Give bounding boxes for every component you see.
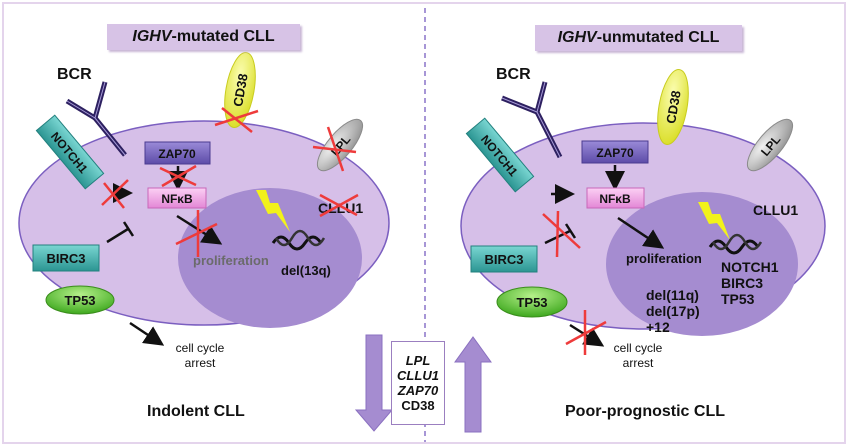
cllu1-label: CLLU1 (753, 202, 798, 218)
proliferation-label: proliferation (193, 253, 269, 268)
right-cell (460, 122, 826, 336)
nfkb-label: NFκB (599, 192, 631, 206)
cd38-molecule: CD38 (224, 51, 256, 129)
marker-list-box: LPL CLLU1 ZAP70 CD38 (391, 341, 445, 425)
bcr-receptor-icon (65, 81, 127, 157)
right-outcome-label: Poor-prognostic CLL (565, 403, 725, 420)
inhibition-bar (122, 221, 135, 237)
tp53-to-arrest-arrow (129, 321, 165, 346)
nfkb-label: NFκB (161, 192, 193, 206)
up-arrow-icon (454, 336, 492, 433)
birc3-inhibition-line (106, 227, 129, 244)
notch1-receptor: NOTCH1 (465, 117, 535, 193)
arrest-label: arrest (185, 356, 216, 370)
cross-icon (214, 107, 259, 133)
nfkb-box: NFκB (147, 187, 207, 209)
cell-cycle-label: cell cycle (614, 341, 663, 355)
lesion-item: del(17p) (646, 303, 700, 319)
title-suffix: -mutated CLL (171, 28, 275, 45)
marker-item: ZAP70 (397, 383, 439, 398)
tp53-label: TP53 (64, 293, 95, 308)
bcr-label: BCR (496, 66, 531, 83)
cross-icon (312, 126, 357, 172)
bcr-receptor-icon (501, 81, 563, 159)
del13q-label: del(13q) (281, 263, 331, 278)
cross-icon (175, 210, 218, 257)
left-cell (18, 120, 390, 328)
birc3-label: BIRC3 (484, 252, 523, 267)
down-arrow-icon (354, 334, 394, 432)
mutation-item: TP53 (721, 291, 755, 307)
mutation-item: NOTCH1 (721, 259, 779, 275)
tp53-oval: TP53 (45, 285, 115, 315)
tp53-oval: TP53 (496, 286, 568, 318)
lightning-bolt-icon (698, 202, 730, 240)
marker-item: LPL (405, 353, 431, 368)
lesions-list: del(11q) del(17p) +12 (646, 287, 700, 335)
lesion-item: del(11q) (646, 287, 699, 303)
arrest-label: arrest (623, 356, 654, 370)
title-suffix: -unmutated CLL (596, 29, 720, 46)
cross-icon (159, 164, 197, 188)
nfkb-box: NFκB (586, 187, 645, 209)
nucleus (606, 192, 798, 336)
zap70-label: ZAP70 (596, 146, 634, 160)
nucleus (178, 188, 362, 328)
dna-icon (271, 235, 323, 251)
mutations-list: NOTCH1 BIRC3 TP53 (721, 259, 779, 307)
lightning-bolt-icon (256, 190, 290, 232)
figure-frame (2, 2, 846, 444)
zap70-box: ZAP70 (581, 140, 649, 164)
dna-icon (708, 239, 760, 255)
left-outcome-label: Indolent CLL (147, 403, 245, 420)
cross-icon (565, 310, 607, 355)
cd38-label: CD38 (663, 89, 684, 124)
title-gene: IGHV (132, 28, 172, 45)
lesion-item: +12 (646, 319, 670, 335)
bcr-label: BCR (57, 66, 92, 83)
zap70-box: ZAP70 (144, 141, 211, 165)
proliferation-label: proliferation (626, 251, 702, 266)
tp53-label: TP53 (516, 295, 547, 310)
cell-cycle-label: cell cycle (176, 341, 225, 355)
cd38-molecule: CD38 (657, 68, 689, 146)
cross-icon (101, 179, 129, 209)
cd38-label: CD38 (230, 72, 251, 107)
title-gene: IGHV (557, 29, 597, 46)
inhibition-bar (564, 223, 577, 239)
nfkb-to-proliferation-arrow (617, 216, 665, 249)
birc3-box: BIRC3 (470, 245, 538, 273)
left-panel-title: IGHV-mutated CLL (107, 24, 300, 50)
cross-icon (542, 210, 581, 258)
marker-item: CLLU1 (397, 368, 439, 383)
marker-item: CD38 (401, 398, 435, 413)
cross-icon (319, 193, 359, 218)
mutation-item: BIRC3 (721, 275, 763, 291)
right-panel-title: IGHV-unmutated CLL (535, 25, 742, 51)
zap70-label: ZAP70 (158, 147, 196, 161)
birc3-box: BIRC3 (32, 244, 100, 272)
birc3-label: BIRC3 (46, 251, 85, 266)
